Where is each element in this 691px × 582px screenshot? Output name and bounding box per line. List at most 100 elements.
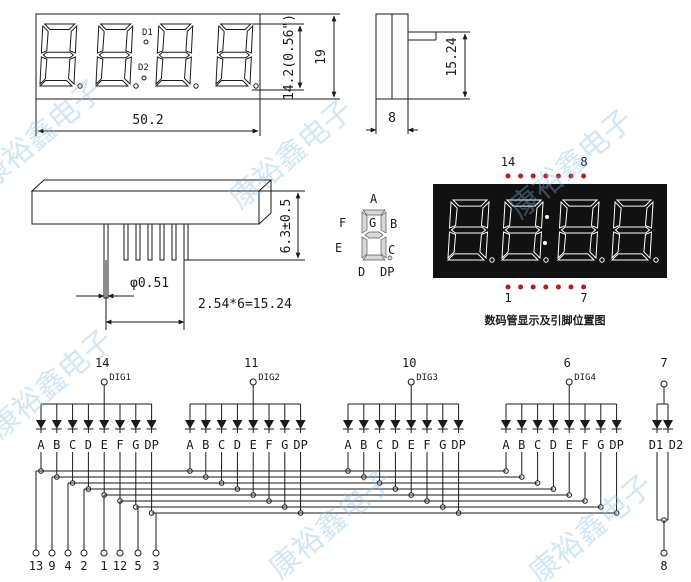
output-terminal xyxy=(100,549,108,557)
led-diode xyxy=(343,420,353,429)
led-diode xyxy=(501,420,511,429)
segment-b xyxy=(534,200,544,229)
segment-d xyxy=(38,80,74,87)
common-terminal xyxy=(249,378,257,386)
segment-label: DP xyxy=(451,438,465,452)
segment-label: B xyxy=(518,438,525,452)
colon-bottom-pin: 8 xyxy=(660,559,667,573)
led-diode xyxy=(663,420,673,429)
segment-d xyxy=(500,253,540,261)
output-terminal xyxy=(152,549,160,557)
segment-b xyxy=(590,200,600,229)
pin-dot xyxy=(543,284,549,290)
digit-pin-3: 10 xyxy=(402,356,416,370)
segment-a xyxy=(505,199,543,207)
led-diode xyxy=(264,420,274,429)
segment-label-g: G xyxy=(369,216,376,230)
decimal-point xyxy=(193,83,199,89)
led-diode xyxy=(406,420,417,429)
segment-label-d: D xyxy=(358,265,365,279)
segment-e xyxy=(95,56,104,86)
led-diode xyxy=(216,420,227,429)
led-diode xyxy=(115,420,125,429)
segment-g xyxy=(450,226,487,234)
led-diode xyxy=(374,420,385,429)
output-pin-label: 3 xyxy=(152,559,159,573)
colon-label-d1: D1 xyxy=(649,438,663,452)
segment-c xyxy=(124,56,132,86)
led-diode xyxy=(295,420,306,429)
segment-g xyxy=(504,226,541,234)
segment-a xyxy=(159,23,192,30)
segment-g xyxy=(158,51,191,59)
segment-g xyxy=(42,51,75,59)
colon-dot-lower xyxy=(141,75,147,81)
led-diode xyxy=(516,420,527,429)
led-diode xyxy=(548,420,559,429)
output-pin-label: 5 xyxy=(134,559,141,573)
segment-b xyxy=(644,200,654,229)
segment-a xyxy=(561,199,599,207)
front-width-dim: 50.2 xyxy=(132,113,163,128)
segment-e xyxy=(155,56,164,86)
segment-b xyxy=(185,24,194,54)
segment-a xyxy=(43,23,76,30)
digit-name-3: DIG3 xyxy=(416,373,438,383)
decimal-point xyxy=(599,257,605,263)
segment-b xyxy=(125,24,134,54)
segment-f xyxy=(96,24,105,54)
segment-label: E xyxy=(250,438,257,452)
front-view-digits xyxy=(38,23,259,89)
colon-top-terminal xyxy=(660,380,668,388)
pin-label-14: 14 xyxy=(501,155,515,169)
led-diode xyxy=(185,420,195,429)
segment-d xyxy=(94,80,130,87)
segment-label-a: A xyxy=(370,192,378,206)
segment-b xyxy=(480,200,490,229)
segment-e xyxy=(447,231,457,260)
pin-lead xyxy=(183,223,189,261)
pin-dot xyxy=(518,284,524,290)
output-terminal xyxy=(48,549,56,557)
side-depth-dim: 8 xyxy=(388,111,396,126)
front-view xyxy=(35,13,340,136)
colon-dot-upper xyxy=(143,39,149,45)
colon-top-pin: 7 xyxy=(660,356,667,370)
pin-lead xyxy=(135,223,141,261)
led-diode xyxy=(83,420,94,429)
common-terminal xyxy=(100,378,108,386)
segment-e xyxy=(39,56,48,86)
segment-f xyxy=(502,200,512,229)
digit-pin-4: 6 xyxy=(564,356,571,370)
segment-label: C xyxy=(218,438,225,452)
decimal-point xyxy=(489,257,495,263)
led-diode xyxy=(358,420,369,429)
segment-label: F xyxy=(116,438,123,452)
segment-e xyxy=(611,231,621,260)
led-diode xyxy=(130,420,141,429)
segment-c xyxy=(643,231,653,260)
segment-f xyxy=(216,24,225,54)
segment-label: C xyxy=(534,438,541,452)
led-diode xyxy=(36,420,46,429)
led-diode xyxy=(422,420,432,429)
pin-dot xyxy=(555,284,561,290)
bottom-view xyxy=(30,179,305,330)
decimal-point xyxy=(133,83,139,89)
segment-label: A xyxy=(502,438,510,452)
segment-c xyxy=(533,231,543,260)
pin-dot xyxy=(505,173,511,179)
common-terminal xyxy=(407,378,415,386)
segment-c xyxy=(589,231,599,260)
decimal-point xyxy=(543,257,549,263)
output-terminal xyxy=(64,549,72,557)
front-view-outline xyxy=(35,13,261,100)
segment-c xyxy=(68,56,76,86)
digit-name-1: DIG1 xyxy=(109,373,131,383)
side-view xyxy=(366,13,470,134)
segment-label: G xyxy=(281,438,288,452)
segment-f xyxy=(448,200,458,229)
